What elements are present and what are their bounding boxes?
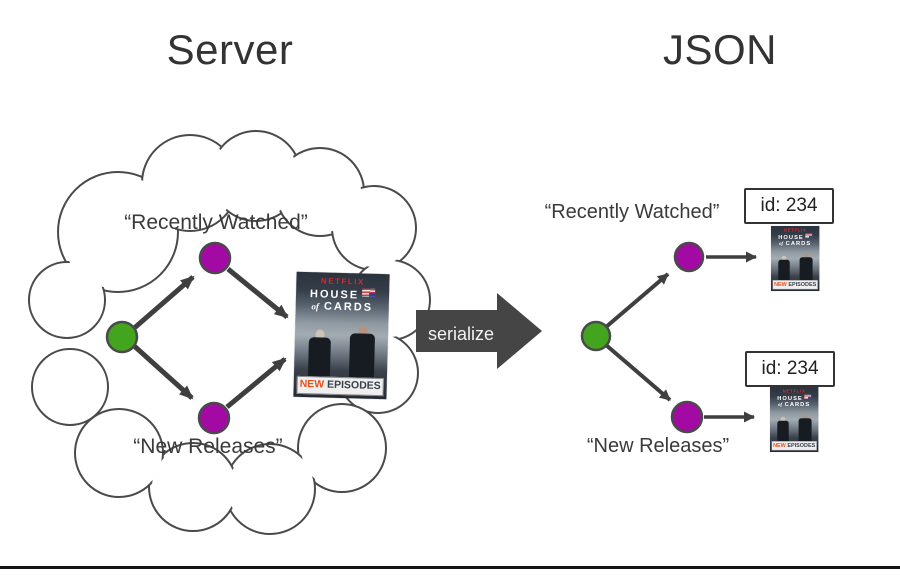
- json-title: JSON: [662, 26, 777, 73]
- house-of-cards-poster-small-top: NETFLIX HOUSE of CARDS NEW EPISODES: [771, 226, 820, 292]
- json-recently-watched-label: “Recently Watched”: [544, 201, 720, 223]
- house-of-cards-poster-small-bottom: NETFLIX HOUSE of CARDS NEW EPISODES: [770, 387, 819, 453]
- serialize-arrow: [416, 293, 542, 369]
- figure-frank: [798, 414, 812, 442]
- poster-figures: [770, 387, 818, 452]
- new-episodes-banner: NEW EPISODES: [296, 375, 384, 397]
- figure-claire: [777, 416, 789, 442]
- server-recently-watched-label: “Recently Watched”: [124, 211, 308, 234]
- json-id-box-bottom: id: 234: [745, 351, 835, 387]
- poster-title: HOUSE of CARDS: [777, 394, 812, 408]
- json-new-releases-label: “New Releases”: [586, 435, 730, 457]
- edge-server-root-to-new-releases: [130, 342, 194, 400]
- server-root-node: [105, 320, 139, 354]
- figure-frank: [799, 253, 813, 281]
- edge-server-root-to-recently-watched: [130, 275, 195, 332]
- poster-title: HOUSE of CARDS: [778, 233, 813, 247]
- netflix-logo: NETFLIX: [783, 228, 807, 233]
- json-id-box-top: id: 234: [744, 188, 834, 224]
- slide-bottom-rule: [0, 566, 900, 569]
- server-new-releases-node: [197, 401, 231, 435]
- figure-frank: [348, 325, 376, 379]
- server-recently-watched-node: [198, 241, 232, 275]
- figure-claire: [778, 255, 790, 281]
- serialize-label: serialize: [427, 324, 495, 344]
- banner-episodes: EPISODES: [326, 378, 381, 393]
- inverted-flag-icon: [805, 233, 813, 238]
- server-new-releases-label: “New Releases”: [133, 435, 283, 458]
- inverted-flag-icon: [804, 394, 812, 399]
- house-of-cards-poster-large: NETFLIX HOUSE of CARDS NEW EPISODES: [293, 271, 390, 400]
- new-episodes-banner: NEW EPISODES: [771, 441, 817, 451]
- json-root-node: [580, 320, 612, 352]
- json-new-releases-node: [670, 400, 704, 434]
- server-title: Server: [166, 26, 294, 73]
- edge-server-recently-watched-to-video: [226, 267, 289, 319]
- netflix-logo: NETFLIX: [782, 389, 806, 394]
- new-episodes-banner: NEW EPISODES: [772, 280, 818, 290]
- edge-server-new-releases-to-video: [225, 357, 287, 409]
- edge-json-root-to-recently-watched: [604, 272, 670, 329]
- json-recently-watched-node: [673, 241, 705, 273]
- figure-claire: [307, 329, 331, 378]
- poster-figures: [771, 226, 819, 291]
- edge-json-root-to-new-releases: [604, 343, 672, 402]
- banner-new: NEW: [299, 377, 325, 391]
